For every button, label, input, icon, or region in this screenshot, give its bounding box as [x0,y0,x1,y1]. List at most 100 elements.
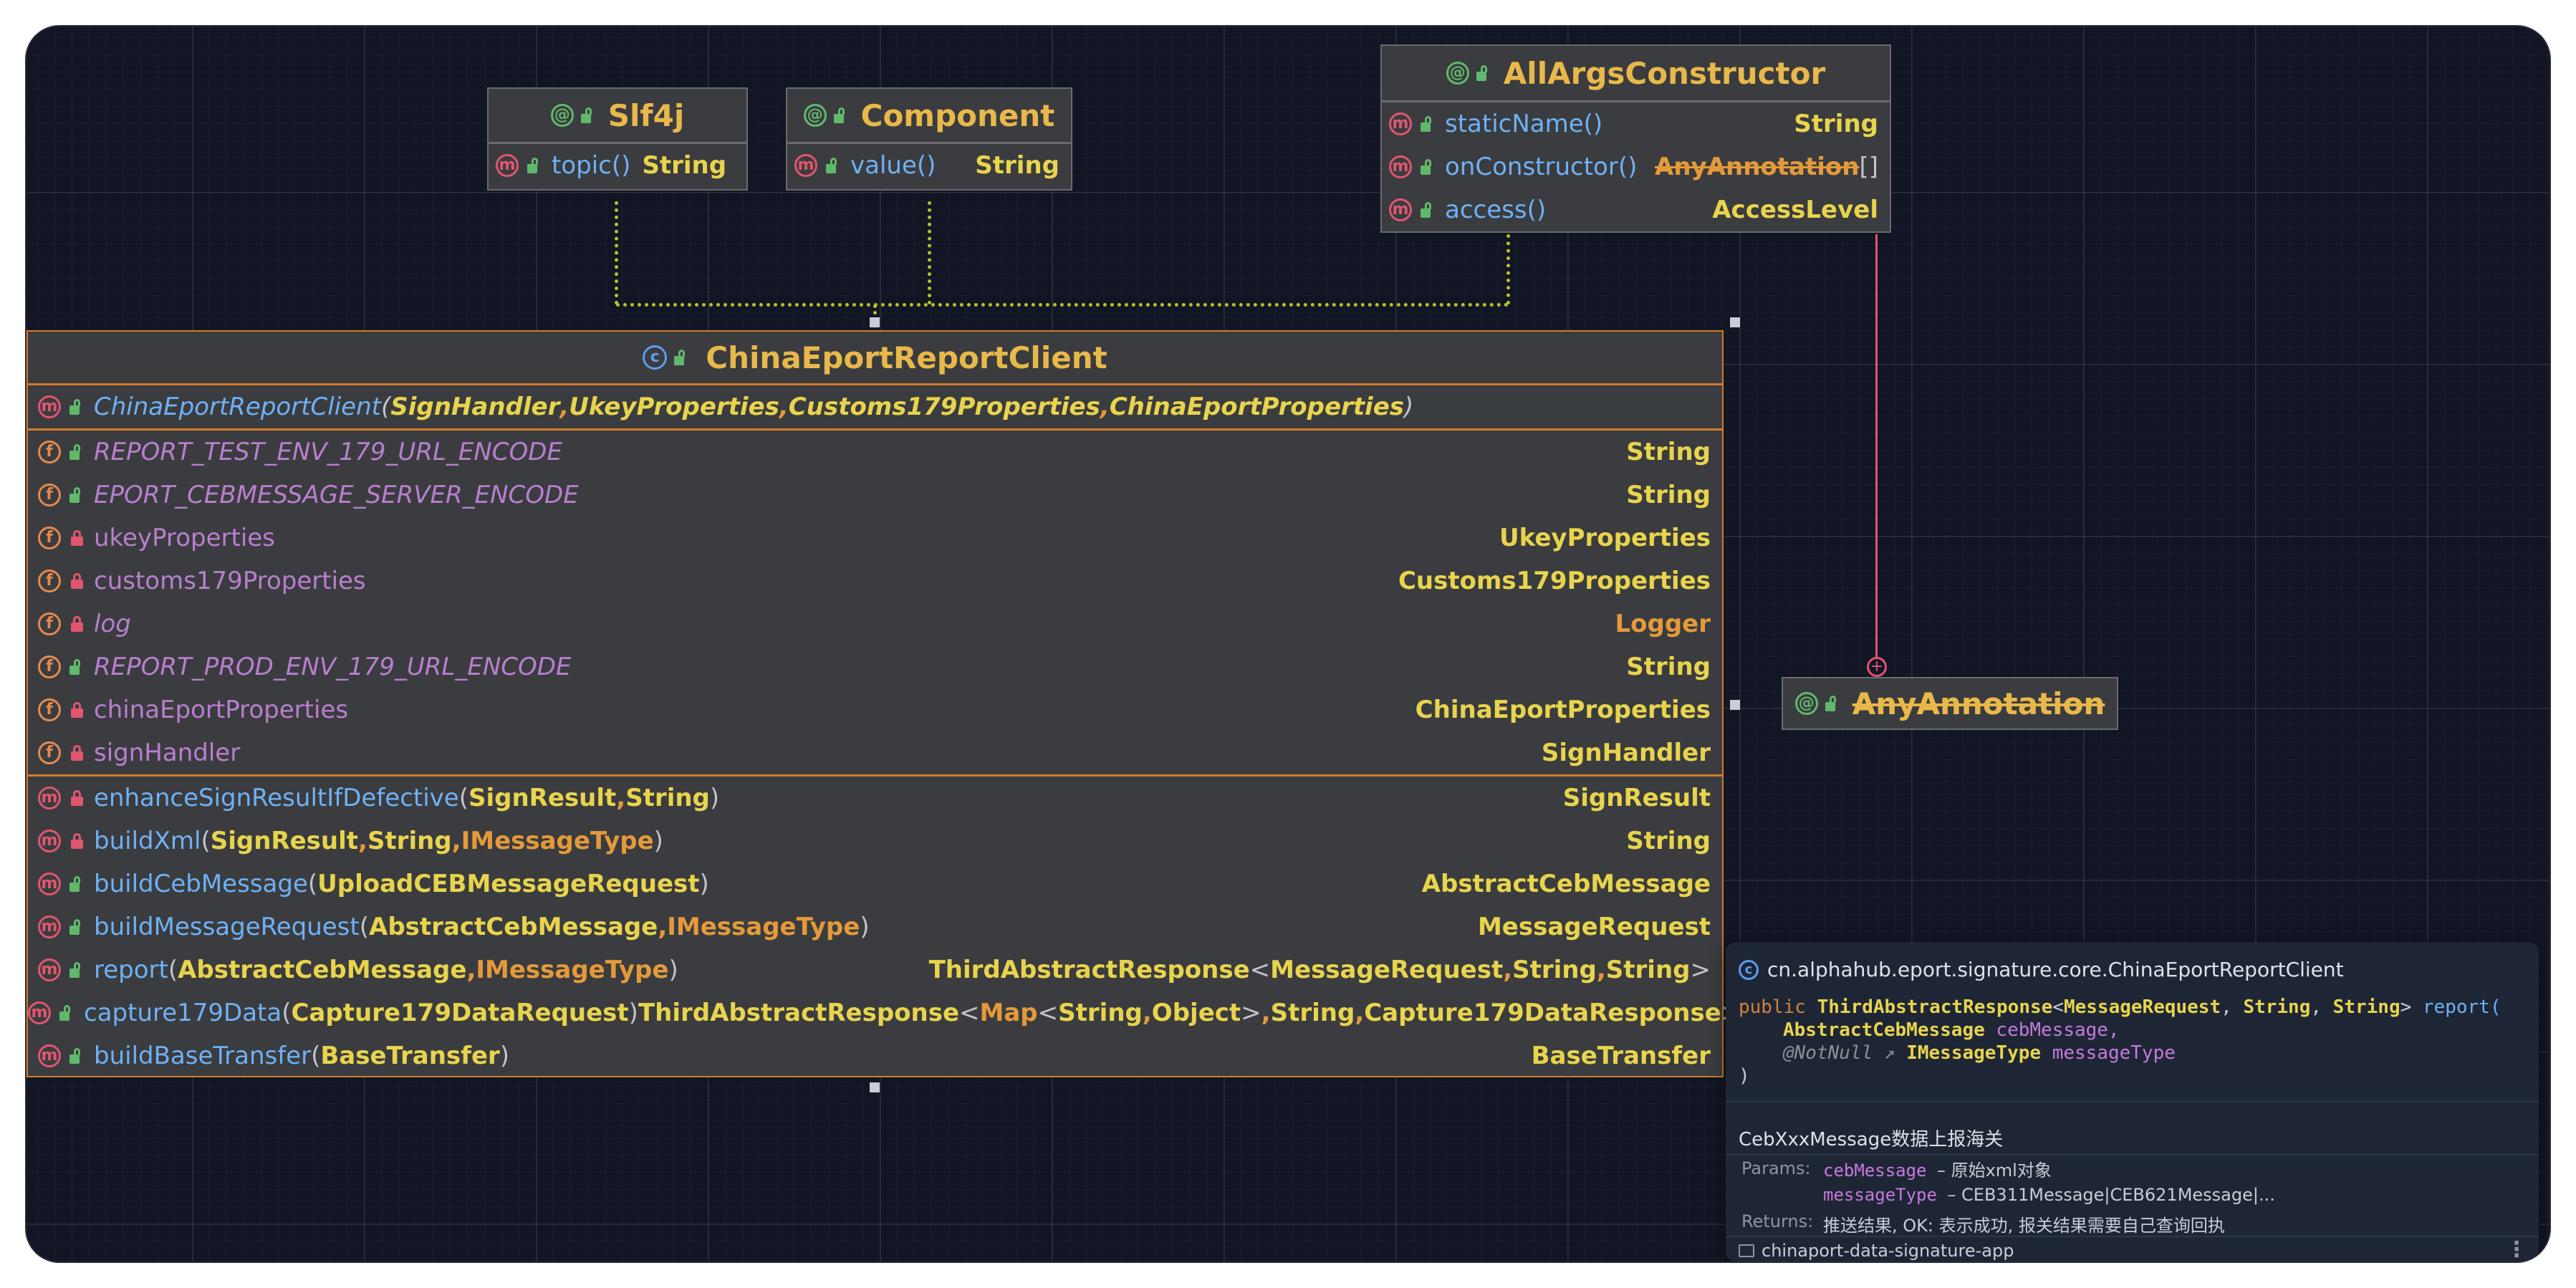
private-icon [69,790,84,806]
public-icon [1476,65,1491,81]
relation-line-component [928,201,931,304]
field-row[interactable]: f chinaEportProperties ChinaEportPropert… [28,688,1722,731]
external-link-icon: ↗ [1873,1042,1907,1064]
return-type: AbstractCebMessage [1421,870,1711,898]
member-row[interactable]: m staticName() String [1382,102,1890,145]
param-desc: – 原始xml对象 [1936,1160,2052,1181]
doc-header: c cn.alphahub.eport.signature.core.China… [1739,958,2344,981]
member-name: onConstructor() [1445,153,1638,181]
method-name: report( [2422,996,2501,1018]
member-row[interactable]: m access() AccessLevel [1382,188,1890,231]
method-row[interactable]: m report(AbstractCebMessage, IMessageTyp… [28,948,1722,991]
documentation-popup[interactable]: c cn.alphahub.eport.signature.core.China… [1726,942,2539,1261]
private-icon [69,745,84,761]
relation-line-allargs [1506,234,1510,304]
member-type: AnyAnnotation [1655,153,1860,181]
divider [28,428,1722,431]
private-icon [69,833,84,849]
returns-desc: 推送结果, OK: 表示成功, 报关结果需要自己查询回执 [1823,1216,2225,1236]
params-list: cebMessage – 原始xml对象 messageType – CEB31… [1823,1158,2275,1207]
field-type: ChinaEportProperties [1415,696,1711,724]
method-row[interactable]: m buildMessageRequest(AbstractCebMessage… [28,905,1722,948]
annotation-box-anyannotation[interactable]: @ AnyAnnotation [1782,677,2118,730]
method-icon: m [28,1001,51,1024]
annotation-box-slf4j[interactable]: @ Slf4j m topic() String [487,87,748,191]
divider [1726,1101,2539,1102]
field-name: REPORT_PROD_ENV_179_URL_ENCODE [94,653,572,681]
member-row[interactable]: m onConstructor() AnyAnnotation[] [1382,145,1890,188]
field-type: String [1626,653,1711,681]
annotation-box-allargsconstructor[interactable]: @ AllArgsConstructor m staticName() Stri… [1380,44,1891,233]
divider [489,142,746,144]
annotation-icon: @ [550,104,574,127]
param-type: AbstractCebMessage [178,956,467,984]
method-icon: m [38,787,61,809]
method-row[interactable]: m buildCebMessage(UploadCEBMessageReques… [28,862,1722,905]
class-box-chinaeportreportclient[interactable]: c ChinaEportReportClient m ChinaEportRep… [27,330,1741,1077]
generic-type: String [1058,999,1143,1027]
field-row[interactable]: f REPORT_PROD_ENV_179_URL_ENCODE String [28,645,1722,688]
return-type-group: ThirdAbstractResponse<MessageRequest, St… [928,956,1711,984]
return-type: ThirdAbstractResponse [1817,996,2053,1018]
class-icon: c [643,345,668,370]
param-name: cebMessage [1823,1160,1927,1181]
field-name: EPORT_CEBMESSAGE_SERVER_ENCODE [94,481,579,509]
field-row[interactable]: f EPORT_CEBMESSAGE_SERVER_ENCODE String [28,474,1722,516]
class-title: ChinaEportReportClient [706,340,1107,375]
public-icon [69,444,84,460]
field-type: String [1626,438,1711,466]
param-type: AbstractCebMessage [1783,1019,1985,1041]
annotation-title: Component [860,97,1055,133]
field-row[interactable]: f customs179Properties Customs179Propert… [28,559,1722,602]
member-row[interactable]: m topic() String [489,144,746,187]
method-row[interactable]: m capture179Data(Capture179DataRequest) … [28,991,1741,1034]
annotation-icon: @ [803,104,827,127]
method-name: report [94,956,168,984]
selection-handle-right[interactable] [1730,700,1740,710]
selection-handle-top-right[interactable] [1730,317,1740,327]
param-type: IMessageType [667,913,860,941]
field-type: Logger [1615,610,1711,638]
method-icon: m [38,830,61,852]
field-row[interactable]: f ukeyProperties UkeyProperties [28,516,1722,559]
public-icon [1825,696,1840,711]
member-row[interactable]: m value() String [787,144,1071,187]
method-row[interactable]: m buildXml(SignResult, String, IMessageT… [28,820,1722,862]
method-name: buildCebMessage [94,870,308,898]
more-options-icon[interactable]: ⋮ [2506,1237,2527,1261]
field-name: chinaEportProperties [94,696,349,724]
private-icon [69,702,84,718]
constructor-row[interactable]: m ChinaEportReportClient(SignHandler, Uk… [28,385,1722,428]
generic-type: String [2332,996,2400,1018]
field-row[interactable]: f REPORT_TEST_ENV_179_URL_ENCODE String [28,431,1722,474]
field-type: String [1626,481,1711,509]
annotation-box-component[interactable]: @ Component m value() String [786,87,1072,191]
field-name: signHandler [94,739,241,767]
diagram-canvas[interactable]: + @ Slf4j m topic() String @ Component [27,27,2549,1261]
divider [1726,1154,2539,1155]
method-row[interactable]: m buildBaseTransfer(BaseTransfer) BaseTr… [28,1034,1722,1077]
module-footer[interactable]: chinaport-data-signature-app [1739,1241,2014,1261]
annotation-text: @NotNull [1783,1042,1873,1064]
selection-handle-top[interactable] [870,317,880,327]
public-icon [69,487,84,503]
selection-handle-bottom[interactable] [870,1082,880,1092]
method-row[interactable]: m enhanceSignResultIfDefective(SignResul… [28,777,1722,820]
field-icon: f [38,484,61,506]
field-icon: f [38,441,61,463]
doc-signature[interactable]: public ThirdAbstractResponse<MessageRequ… [1739,996,2501,1087]
member-type: String [1794,110,1878,138]
member-type: String [975,151,1059,180]
param-type: ChinaEportProperties [1109,393,1405,421]
method-icon: m [38,1044,61,1067]
annotation-title: Slf4j [607,97,685,133]
annotation-header: @ Slf4j [489,89,746,142]
field-row[interactable]: f signHandler SignHandler [28,731,1722,774]
field-row[interactable]: f log Logger [28,602,1722,645]
class-header: c ChinaEportReportClient [28,332,1722,383]
param-type: String [367,827,452,855]
method-icon: m [794,154,817,177]
member-name: topic() [552,151,631,180]
generic-type: Map [979,999,1038,1027]
private-icon [69,616,84,632]
